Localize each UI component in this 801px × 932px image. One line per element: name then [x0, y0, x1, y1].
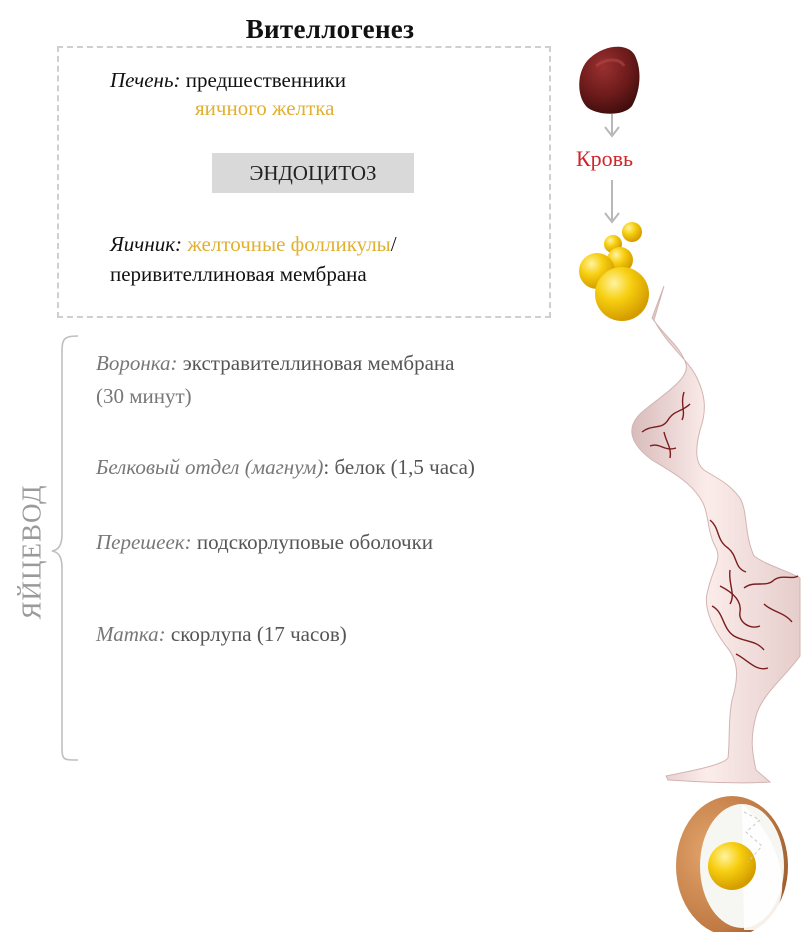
- stage-funnel-name: Воронка:: [96, 351, 178, 375]
- ovary-slash: /: [391, 232, 397, 256]
- stage-uterus-text: скорлупа (17 часов): [171, 622, 347, 646]
- arrow-down-icon: [605, 114, 619, 136]
- stage-uterus: Матка: скорлупа (17 часов): [96, 622, 347, 646]
- endocytosis-label: ЭНДОЦИТОЗ: [212, 153, 414, 193]
- liver-icon: [579, 47, 639, 114]
- egg-icon: [676, 796, 788, 932]
- ovary-line: Яичник: желточные фолликулы/: [110, 232, 397, 256]
- oviduct-label: ЯЙЦЕВОД: [17, 484, 48, 619]
- stage-funnel: Воронка: экстравителлиновая мембрана: [96, 351, 454, 375]
- oviduct-icon: [632, 286, 800, 783]
- liver-label: Печень:: [110, 68, 181, 92]
- yolk-follicles-icon: [579, 222, 649, 321]
- liver-line: Печень: предшественники: [110, 68, 346, 92]
- oviduct-bracket: [52, 336, 78, 760]
- stage-funnel-duration: (30 минут): [96, 384, 192, 408]
- stage-magnum-text: : белок (1,5 часа): [323, 455, 475, 479]
- perivitelline-membrane-text: перивителлиновая мембрана: [110, 262, 367, 286]
- blood-label: Кровь: [576, 146, 633, 172]
- stage-isthmus-name: Перешеек:: [96, 530, 192, 554]
- yolk-precursor-text: яичного желтка: [195, 96, 334, 120]
- ovary-label: Яичник:: [110, 232, 182, 256]
- arrow-down-icon: [605, 180, 619, 222]
- stage-funnel-text: экстравителлиновая мембрана: [183, 351, 455, 375]
- liver-text: предшественники: [186, 68, 346, 92]
- stage-isthmus: Перешеек: подскорлуповые оболочки: [96, 530, 433, 554]
- diagram-title: Вителлогенез: [0, 14, 660, 45]
- yolk-follicles-text: желточные фолликулы: [187, 232, 390, 256]
- stage-uterus-name: Матка:: [96, 622, 166, 646]
- stage-isthmus-text: подскорлуповые оболочки: [197, 530, 433, 554]
- stage-magnum: Белковый отдел (магнум): белок (1,5 часа…: [96, 455, 475, 479]
- stage-magnum-name: Белковый отдел (магнум): [96, 455, 323, 479]
